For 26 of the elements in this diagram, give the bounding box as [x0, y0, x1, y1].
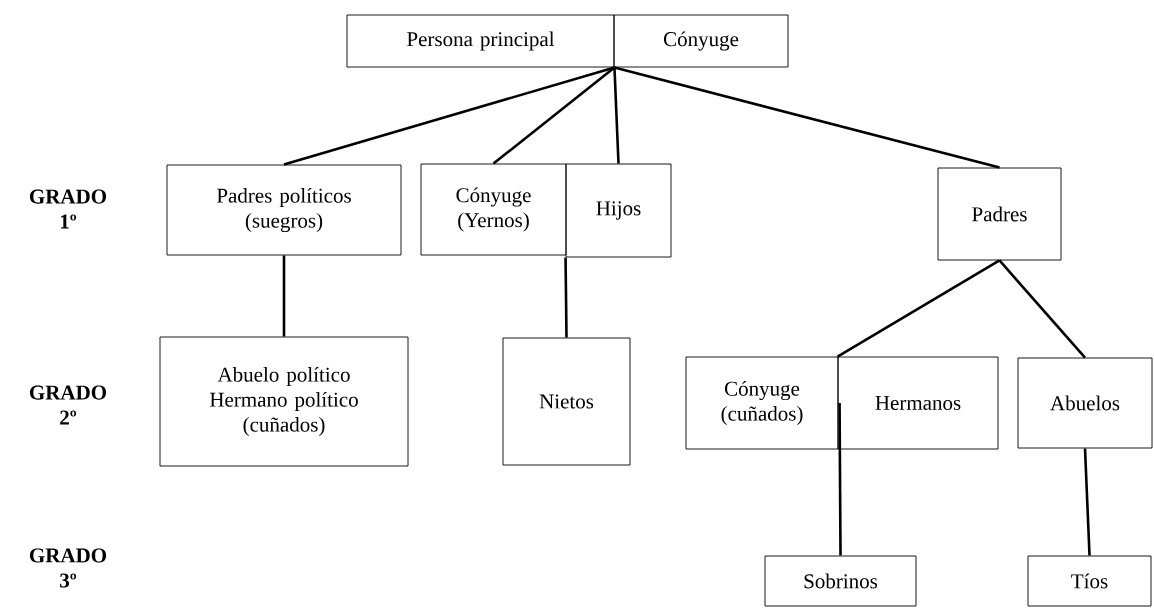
family-box: Cónyuge (Yernos)	[420, 163, 567, 256]
connector-line	[613, 67, 620, 164]
connector-line	[614, 66, 1000, 169]
connector-line	[282, 255, 286, 337]
family-box: Nietos	[502, 337, 631, 466]
connector-line	[998, 259, 1086, 359]
family-box: Hermanos	[837, 356, 999, 450]
degree-label: GRADO 1º	[29, 189, 107, 229]
connector-line	[1083, 448, 1091, 556]
family-box: Cónyuge	[613, 14, 789, 68]
family-box: Padres	[937, 167, 1062, 261]
degree-label: GRADO 2º	[29, 385, 107, 425]
family-box: Sobrinos	[764, 555, 917, 607]
connector-line	[564, 257, 568, 338]
family-box: Hijos	[565, 163, 672, 258]
family-box: Cónyuge (cuñados)	[685, 356, 839, 450]
connector-line	[836, 259, 1001, 358]
family-box: Padres políticos (suegros)	[166, 164, 402, 256]
connector-line	[492, 66, 616, 165]
family-box: Persona principal	[346, 14, 615, 68]
family-box: Abuelo político Hermano político (cuñados)	[159, 336, 409, 467]
connector-line	[838, 403, 842, 556]
degree-label: GRADO 3º	[29, 548, 107, 588]
family-box: Tíos	[1027, 555, 1152, 607]
family-box: Abuelos	[1017, 357, 1153, 449]
connector-line	[283, 66, 615, 166]
